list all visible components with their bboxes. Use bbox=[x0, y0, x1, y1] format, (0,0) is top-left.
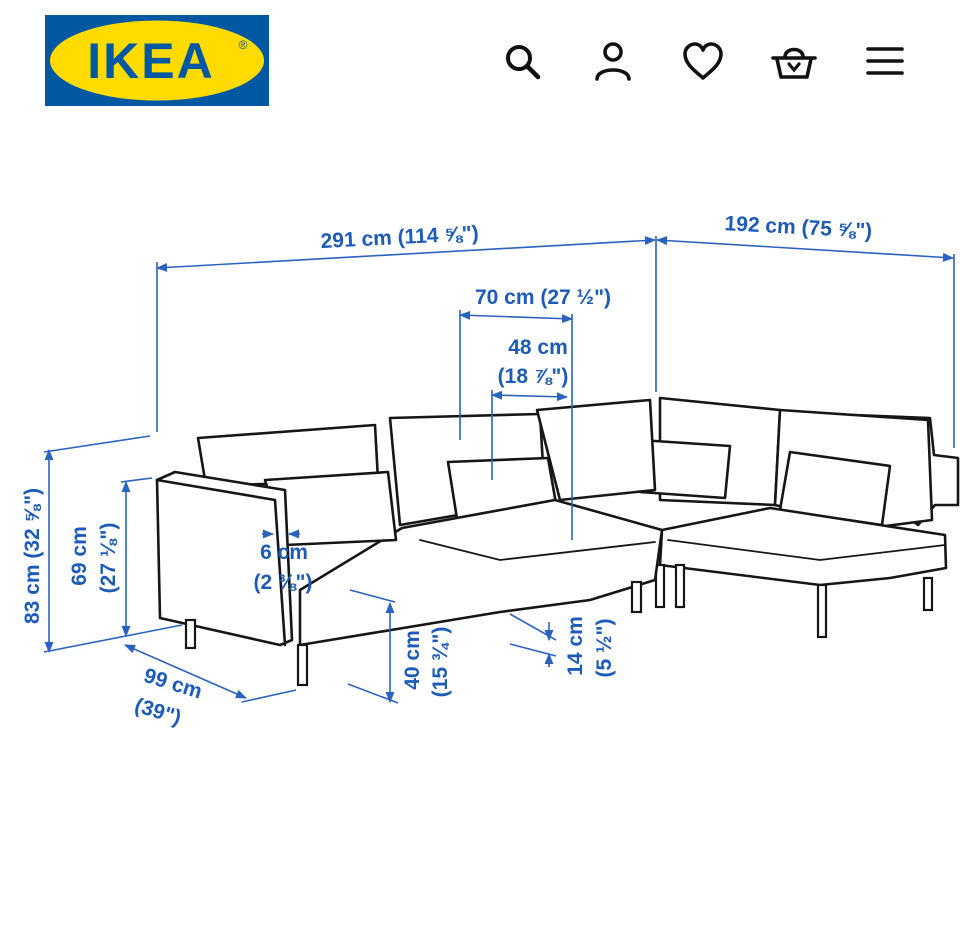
label-depth-chaise: 192 cm (75 ⅝") bbox=[724, 212, 873, 243]
search-button[interactable] bbox=[497, 36, 547, 86]
label-arm-width-in: (2 ⅜") bbox=[254, 571, 313, 594]
label-arm-height-in: (27 ⅛") bbox=[97, 523, 120, 594]
label-width-total: 291 cm (114 ⅝") bbox=[320, 222, 479, 253]
label-height-total: 83 cm (32 ⅝") bbox=[21, 488, 44, 624]
user-icon bbox=[595, 42, 631, 81]
basket-button[interactable] bbox=[769, 36, 819, 86]
product-dimension-diagram: 291 cm (114 ⅝") 192 cm (75 ⅝") 70 cm (27… bbox=[0, 120, 960, 927]
basket-icon bbox=[771, 47, 817, 79]
label-seat-height-cm: 40 cm bbox=[401, 630, 424, 690]
registered-mark: ® bbox=[239, 38, 248, 52]
label-arm-width-cm: 6 cm bbox=[260, 541, 308, 564]
label-seat-depth-cm: 48 cm bbox=[508, 336, 568, 359]
logo-graphic: IKEA ® bbox=[50, 20, 264, 101]
menu-button[interactable] bbox=[860, 36, 910, 86]
search-icon bbox=[506, 45, 541, 80]
label-seat-width: 70 cm (27 ½") bbox=[475, 286, 611, 309]
profile-button[interactable] bbox=[588, 36, 638, 86]
label-seat-depth-in: (18 ⅞") bbox=[498, 365, 569, 388]
label-arm-height-cm: 69 cm bbox=[68, 526, 91, 586]
favourites-button[interactable] bbox=[678, 36, 728, 86]
menu-icon bbox=[866, 47, 904, 75]
sofa-drawing: 291 cm (114 ⅝") 192 cm (75 ⅝") 70 cm (27… bbox=[21, 212, 960, 730]
site-header: IKEA ® bbox=[0, 0, 960, 120]
label-leg-height-in: (5 ½") bbox=[593, 619, 616, 678]
label-depth-in: (39") bbox=[132, 694, 184, 730]
label-seat-height-in: (15 ¾") bbox=[429, 627, 452, 698]
ikea-logo[interactable]: IKEA ® bbox=[45, 15, 269, 106]
logo-text: IKEA bbox=[87, 33, 214, 89]
heart-icon bbox=[683, 42, 723, 80]
label-leg-height-cm: 14 cm bbox=[564, 616, 587, 676]
dimension-lines bbox=[43, 236, 955, 704]
